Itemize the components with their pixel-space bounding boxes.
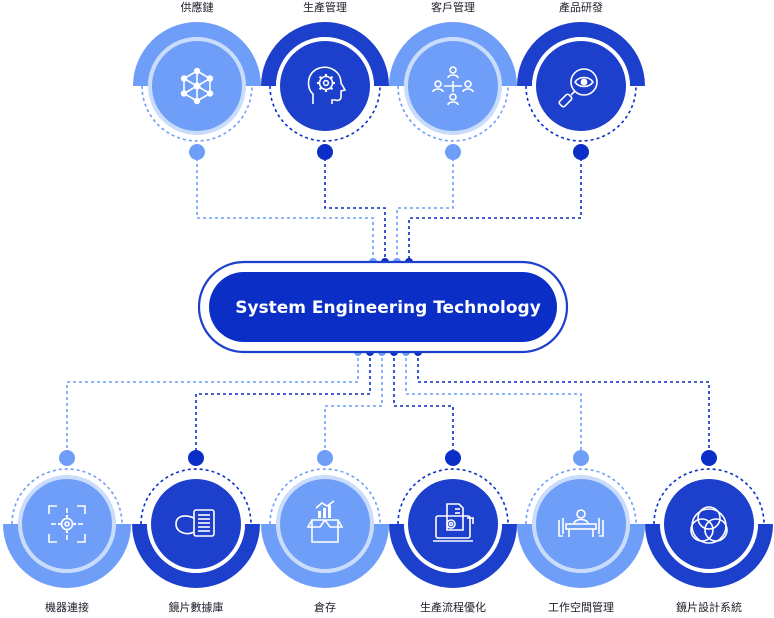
node-rings	[261, 450, 389, 588]
node-label: 工作空間管理	[548, 600, 614, 614]
node-label: 機器連接	[45, 600, 89, 614]
node-production-management[interactable]: 生產管理	[261, 0, 389, 160]
node-lens-database[interactable]: 鏡片數據庫	[132, 450, 260, 614]
top-nodes: 供應鏈 生產管理	[133, 0, 645, 160]
node-rings	[517, 22, 645, 160]
node-rings	[132, 450, 260, 588]
node-supply-chain[interactable]: 供應鏈	[133, 0, 261, 160]
bottom-nodes: 機器連接 鏡片數據庫 倉存	[3, 450, 773, 614]
node-rings	[645, 450, 773, 588]
node-label: 生產流程優化	[420, 600, 486, 614]
node-dot	[189, 144, 205, 160]
node-band	[261, 524, 389, 588]
node-rings	[389, 450, 517, 588]
node-dashed-arc	[269, 468, 381, 525]
magnifier-eye-icon	[558, 68, 598, 108]
node-dashed-arc	[525, 468, 637, 525]
node-label: 鏡片數據庫	[169, 600, 224, 614]
process-optimize-icon	[433, 503, 474, 542]
connector-line	[396, 152, 454, 262]
warehouse-box-icon	[306, 500, 344, 543]
node-dot	[317, 144, 333, 160]
node-band	[517, 524, 645, 588]
org-people-icon	[432, 66, 474, 106]
node-dashed-arc	[397, 468, 509, 525]
node-process-optimization[interactable]: 生產流程優化	[389, 450, 517, 614]
connector-line	[408, 152, 582, 262]
document-database-icon	[175, 509, 215, 537]
node-dot	[59, 450, 75, 466]
node-label: 鏡片設計系統	[676, 600, 742, 614]
node-workspace-management[interactable]: 工作空間管理	[517, 450, 645, 614]
node-rings	[3, 450, 131, 588]
node-warehouse[interactable]: 倉存	[261, 450, 389, 614]
node-band	[389, 22, 517, 86]
node-customer-management[interactable]: 客戶管理	[389, 0, 517, 160]
node-label: 倉存	[314, 600, 336, 614]
connector-line	[196, 152, 374, 262]
connector-line	[66, 352, 359, 462]
node-core	[22, 479, 112, 569]
node-dot	[573, 144, 589, 160]
node-core	[151, 479, 241, 569]
node-band	[389, 524, 517, 588]
node-band	[3, 524, 131, 588]
node-dashed-arc	[11, 468, 123, 525]
node-dot	[445, 450, 461, 466]
network-hexagon-icon	[180, 67, 214, 105]
node-band	[517, 22, 645, 86]
node-dot	[573, 450, 589, 466]
connector-line	[405, 352, 582, 462]
center-hub[interactable]: System Engineering Technology	[197, 260, 569, 354]
node-dashed-arc	[653, 468, 765, 525]
node-lens-design-system[interactable]: 鏡片設計系統	[645, 450, 773, 614]
node-dashed-arc	[525, 85, 637, 142]
node-band	[645, 524, 773, 588]
node-label: 生產管理	[303, 0, 347, 14]
node-dashed-arc	[269, 85, 381, 142]
node-dot	[188, 450, 204, 466]
connector-line	[195, 352, 371, 462]
node-band	[261, 22, 389, 86]
node-dot	[445, 144, 461, 160]
node-band	[133, 22, 261, 86]
node-product-development[interactable]: 產品研發	[517, 0, 645, 160]
meeting-space-icon	[558, 509, 604, 537]
connect-gear-icon	[48, 505, 86, 543]
node-band	[132, 524, 260, 588]
node-label: 供應鏈	[181, 0, 214, 14]
node-label: 產品研發	[559, 0, 603, 14]
head-gear-icon	[307, 66, 347, 104]
connector-line	[324, 152, 386, 262]
node-label: 客戶管理	[431, 0, 475, 14]
center-pill	[209, 272, 557, 342]
node-dashed-arc	[140, 468, 252, 525]
node-core	[664, 479, 754, 569]
connector-line	[393, 352, 454, 462]
node-core	[280, 479, 370, 569]
center-title: System Engineering Technology	[235, 298, 541, 318]
node-dot	[701, 450, 717, 466]
node-dashed-arc	[397, 85, 509, 142]
connector-line	[417, 352, 710, 462]
node-dot	[317, 450, 333, 466]
node-machine-connection[interactable]: 機器連接	[3, 450, 131, 614]
connector-line	[324, 352, 383, 462]
lens-circles-icon	[690, 506, 728, 544]
node-dashed-arc	[141, 85, 253, 142]
